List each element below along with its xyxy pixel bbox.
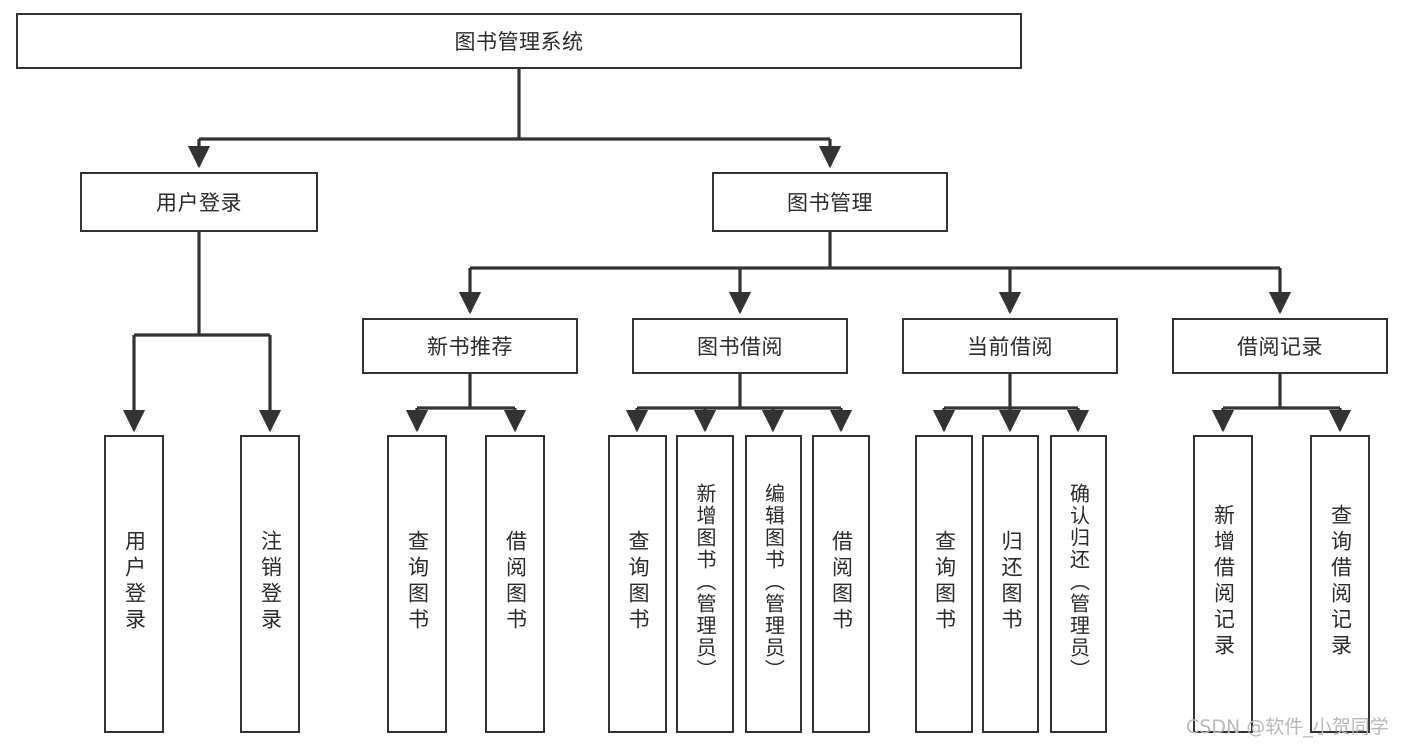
node-leaf-add-book-admin-label: 新增图书（管理员）: [693, 483, 717, 681]
node-leaf-query-book-3[interactable]: 查询图书: [915, 435, 973, 733]
node-leaf-query-book-3-label: 查询图书: [932, 530, 957, 634]
watermark-text: CSDN @软件_小贺同学: [1186, 716, 1389, 738]
node-borrow-record[interactable]: 借阅记录: [1172, 318, 1388, 374]
node-leaf-borrow-book-2[interactable]: 借阅图书: [812, 435, 870, 733]
node-leaf-add-borrow-record-label: 新增借阅记录: [1211, 504, 1236, 660]
node-leaf-borrow-book-2-label: 借阅图书: [829, 530, 854, 634]
node-leaf-query-borrow-record-label: 查询借阅记录: [1328, 504, 1353, 660]
node-new-book-recommend-label: 新书推荐: [427, 335, 513, 359]
node-leaf-confirm-return-admin[interactable]: 确认归还（管理员）: [1050, 435, 1107, 733]
node-book-borrow[interactable]: 图书借阅: [632, 318, 848, 374]
node-new-book-recommend[interactable]: 新书推荐: [362, 318, 578, 374]
node-leaf-user-login[interactable]: 用户登录: [104, 435, 164, 733]
node-leaf-borrow-book-1[interactable]: 借阅图书: [485, 435, 545, 733]
node-leaf-logout-label: 注销登录: [258, 530, 283, 634]
node-leaf-add-borrow-record[interactable]: 新增借阅记录: [1193, 435, 1253, 733]
node-leaf-user-login-label: 用户登录: [122, 530, 147, 634]
node-leaf-return-book[interactable]: 归还图书: [982, 435, 1039, 733]
node-leaf-confirm-return-admin-label: 确认归还（管理员）: [1066, 483, 1091, 681]
node-leaf-edit-book-admin-label: 编辑图书（管理员）: [761, 483, 786, 681]
node-book-manage[interactable]: 图书管理: [712, 172, 948, 232]
node-root-label: 图书管理系统: [454, 30, 584, 54]
node-leaf-query-book-1[interactable]: 查询图书: [387, 435, 447, 733]
node-user-login[interactable]: 用户登录: [80, 172, 318, 232]
node-root[interactable]: 图书管理系统: [16, 13, 1022, 69]
node-leaf-query-book-1-label: 查询图书: [405, 530, 430, 634]
node-leaf-query-book-2-label: 查询图书: [626, 530, 650, 634]
node-borrow-record-label: 借阅记录: [1237, 335, 1323, 359]
node-leaf-return-book-label: 归还图书: [999, 530, 1023, 634]
node-leaf-logout[interactable]: 注销登录: [240, 435, 300, 733]
node-book-borrow-label: 图书借阅: [697, 335, 783, 359]
node-leaf-borrow-book-1-label: 借阅图书: [503, 530, 528, 634]
node-user-login-label: 用户登录: [156, 191, 242, 215]
node-leaf-query-borrow-record[interactable]: 查询借阅记录: [1310, 435, 1370, 733]
node-current-borrow[interactable]: 当前借阅: [902, 318, 1118, 374]
node-current-borrow-label: 当前借阅: [967, 335, 1053, 359]
node-leaf-add-book-admin[interactable]: 新增图书（管理员）: [676, 435, 734, 733]
node-leaf-edit-book-admin[interactable]: 编辑图书（管理员）: [745, 435, 802, 733]
node-book-manage-label: 图书管理: [787, 191, 873, 215]
node-leaf-query-book-2[interactable]: 查询图书: [608, 435, 667, 733]
